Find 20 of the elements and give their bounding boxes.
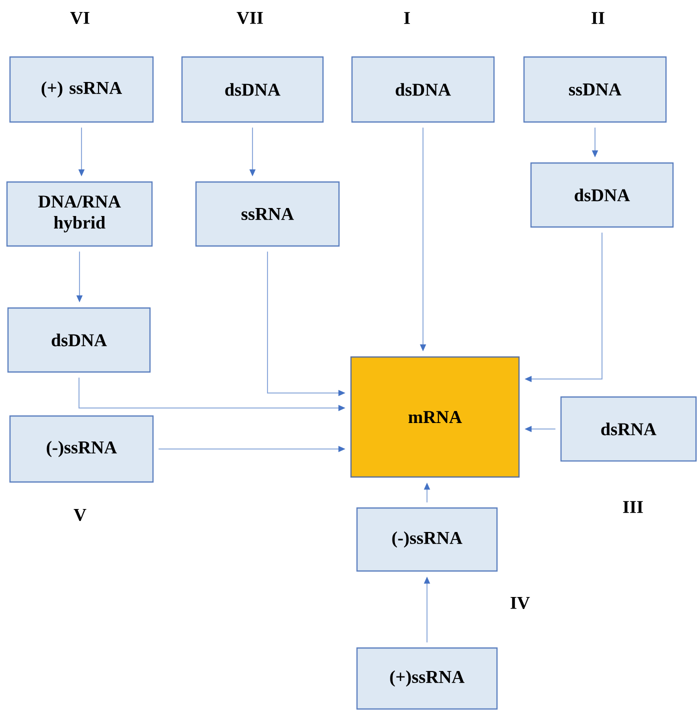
class-numeral: VI bbox=[70, 12, 90, 24]
class-numeral: IV bbox=[510, 596, 530, 610]
process-box: (+)ssRNA bbox=[356, 647, 498, 710]
class-numeral: V bbox=[74, 508, 86, 522]
process-box: (-)ssRNA bbox=[356, 507, 498, 572]
process-box: (+) ssRNA bbox=[9, 56, 154, 123]
process-box: dsDNA bbox=[530, 162, 674, 228]
class-numeral: I bbox=[404, 12, 410, 24]
process-box: dsDNA bbox=[351, 56, 495, 123]
process-box: ssRNA bbox=[195, 181, 340, 247]
class-numeral: VII bbox=[236, 12, 263, 24]
process-box: DNA/RNA hybrid bbox=[6, 181, 153, 247]
class-numeral: III bbox=[623, 501, 643, 513]
process-box: dsDNA bbox=[181, 56, 324, 123]
highlighted-box: mRNA bbox=[350, 356, 520, 478]
process-box: dsRNA bbox=[560, 396, 697, 462]
process-box: (-)ssRNA bbox=[9, 415, 154, 483]
process-box: ssDNA bbox=[523, 56, 667, 123]
class-numeral: II bbox=[592, 12, 604, 24]
process-box: dsDNA bbox=[7, 307, 151, 373]
